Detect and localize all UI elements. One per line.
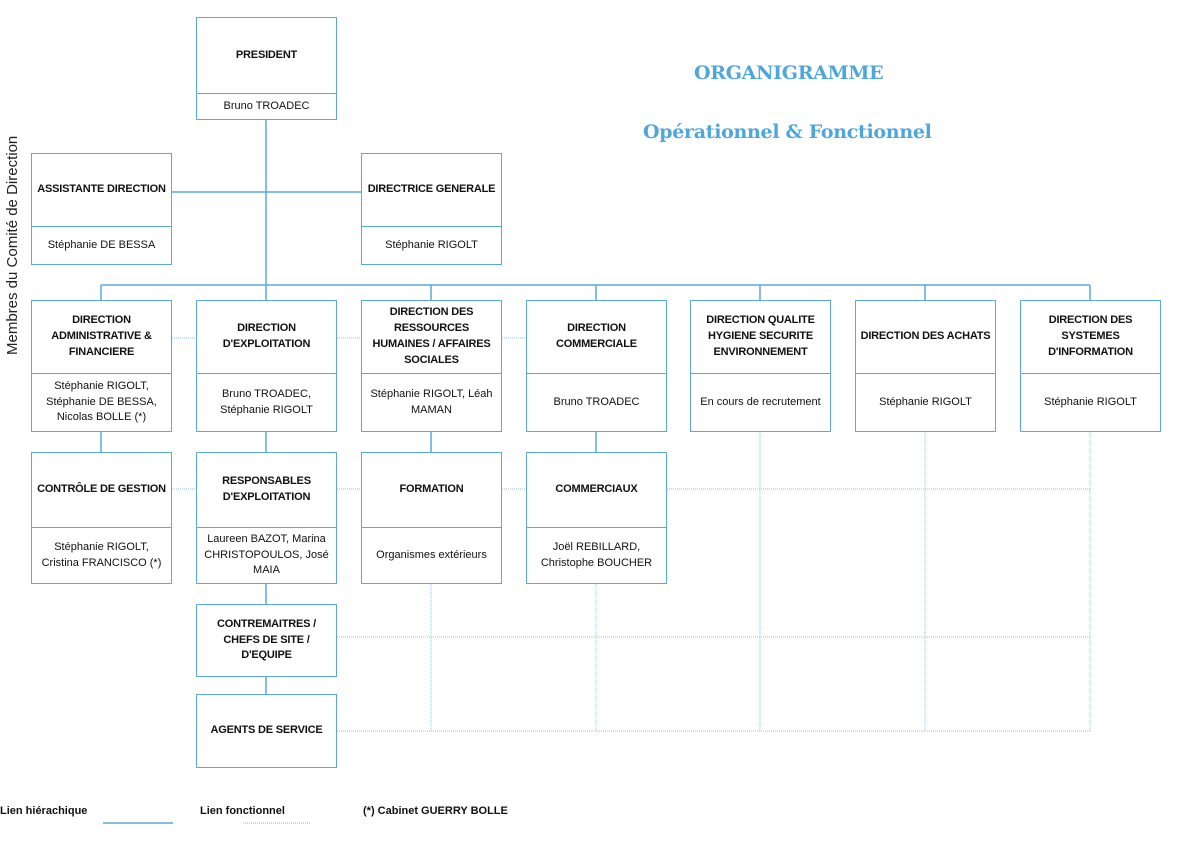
node-title: DIRECTION COMMERCIALE	[556, 322, 637, 350]
node-title: FORMATION	[399, 483, 464, 496]
node-title: DIRECTION DES RESSOURCES HUMAINES / AFFA…	[372, 306, 491, 366]
legend-functional-label: Lien fonctionnel	[200, 805, 285, 817]
node-title: ASSISTANTE DIRECTION	[37, 183, 166, 196]
node-title: DIRECTION QUALITE HYGIENE SECURITE ENVIR…	[706, 314, 815, 358]
node-title: CONTREMAITRES / CHEFS DE SITE / D'EQUIPE	[216, 617, 317, 662]
legend-hierarchical-label: Lien hiérachique	[0, 805, 88, 817]
responsables-exploitation-box[interactable]: RESPONSABLES D'EXPLOITATION Laureen BAZO…	[196, 452, 337, 584]
direction-achats-box[interactable]: DIRECTION DES ACHATS Stéphanie RIGOLT	[855, 300, 996, 432]
node-title: COMMERCIAUX	[555, 483, 638, 496]
node-title: DIRECTRICE GENERALE	[367, 183, 496, 196]
node-name: Bruno TROADEC	[197, 93, 336, 119]
directrice-generale-box[interactable]: DIRECTRICE GENERALE Stéphanie RIGOLT	[361, 153, 502, 265]
node-name: En cours de recrutement	[691, 373, 830, 431]
assistante-direction-box[interactable]: ASSISTANTE DIRECTION Stéphanie DE BESSA	[31, 153, 172, 265]
node-title: DIRECTION ADMINISTRATIVE & FINANCIERE	[51, 314, 152, 358]
node-title: AGENTS DE SERVICE	[210, 724, 323, 737]
node-name: Stéphanie RIGOLT	[1021, 373, 1160, 431]
node-title: DIRECTION DES ACHATS	[860, 330, 991, 343]
node-name: Organismes extérieurs	[362, 527, 501, 583]
direction-si-box[interactable]: DIRECTION DES SYSTEMES D'INFORMATION Sté…	[1020, 300, 1161, 432]
direction-administrative-box[interactable]: DIRECTION ADMINISTRATIVE & FINANCIERE St…	[31, 300, 172, 432]
page-title: ORGANIGRAMME	[694, 62, 884, 84]
node-name: Stéphanie DE BESSA	[32, 226, 171, 264]
direction-exploitation-box[interactable]: DIRECTION D'EXPLOITATION Bruno TROADEC, …	[196, 300, 337, 432]
agents-service-box[interactable]: AGENTS DE SERVICE	[196, 694, 337, 768]
controle-gestion-box[interactable]: CONTRÔLE DE GESTION Stéphanie RIGOLT, Cr…	[31, 452, 172, 584]
functional-links	[172, 337, 1091, 732]
president-box[interactable]: PRESIDENT Bruno TROADEC	[196, 17, 337, 120]
node-name: Joël REBILLARD, Christophe BOUCHER	[527, 527, 666, 583]
comite-direction-label: Membres du Comité de Direction	[4, 135, 21, 355]
hierarchical-links	[100, 120, 1091, 694]
commerciaux-box[interactable]: COMMERCIAUX Joël REBILLARD, Christophe B…	[526, 452, 667, 584]
node-title: DIRECTION D'EXPLOITATION	[222, 322, 311, 350]
node-name: Stéphanie RIGOLT, Léah MAMAN	[362, 373, 501, 431]
node-name: Bruno TROADEC, Stéphanie RIGOLT	[197, 373, 336, 431]
page-subtitle: Opérationnel & Fonctionnel	[643, 121, 932, 143]
node-title: RESPONSABLES D'EXPLOITATION	[222, 475, 311, 503]
formation-box[interactable]: FORMATION Organismes extérieurs	[361, 452, 502, 584]
node-title: PRESIDENT	[235, 48, 298, 61]
node-title: CONTRÔLE DE GESTION	[37, 483, 166, 496]
node-name: Laureen BAZOT, Marina CHRISTOPOULOS, Jos…	[197, 527, 336, 583]
node-name: Stéphanie RIGOLT, Stéphanie DE BESSA, Ni…	[32, 373, 171, 431]
legend-note: (*) Cabinet GUERRY BOLLE	[363, 805, 508, 817]
contremaitres-box[interactable]: CONTREMAITRES / CHEFS DE SITE / D'EQUIPE	[196, 604, 337, 677]
direction-commerciale-box[interactable]: DIRECTION COMMERCIALE Bruno TROADEC	[526, 300, 667, 432]
direction-rh-box[interactable]: DIRECTION DES RESSOURCES HUMAINES / AFFA…	[361, 300, 502, 432]
node-name: Bruno TROADEC	[527, 373, 666, 431]
node-title: DIRECTION DES SYSTEMES D'INFORMATION	[1048, 314, 1133, 358]
node-name: Stéphanie RIGOLT	[362, 226, 501, 264]
node-name: Stéphanie RIGOLT	[856, 373, 995, 431]
node-name: Stéphanie RIGOLT, Cristina FRANCISCO (*)	[32, 527, 171, 583]
direction-qhse-box[interactable]: DIRECTION QUALITE HYGIENE SECURITE ENVIR…	[690, 300, 831, 432]
